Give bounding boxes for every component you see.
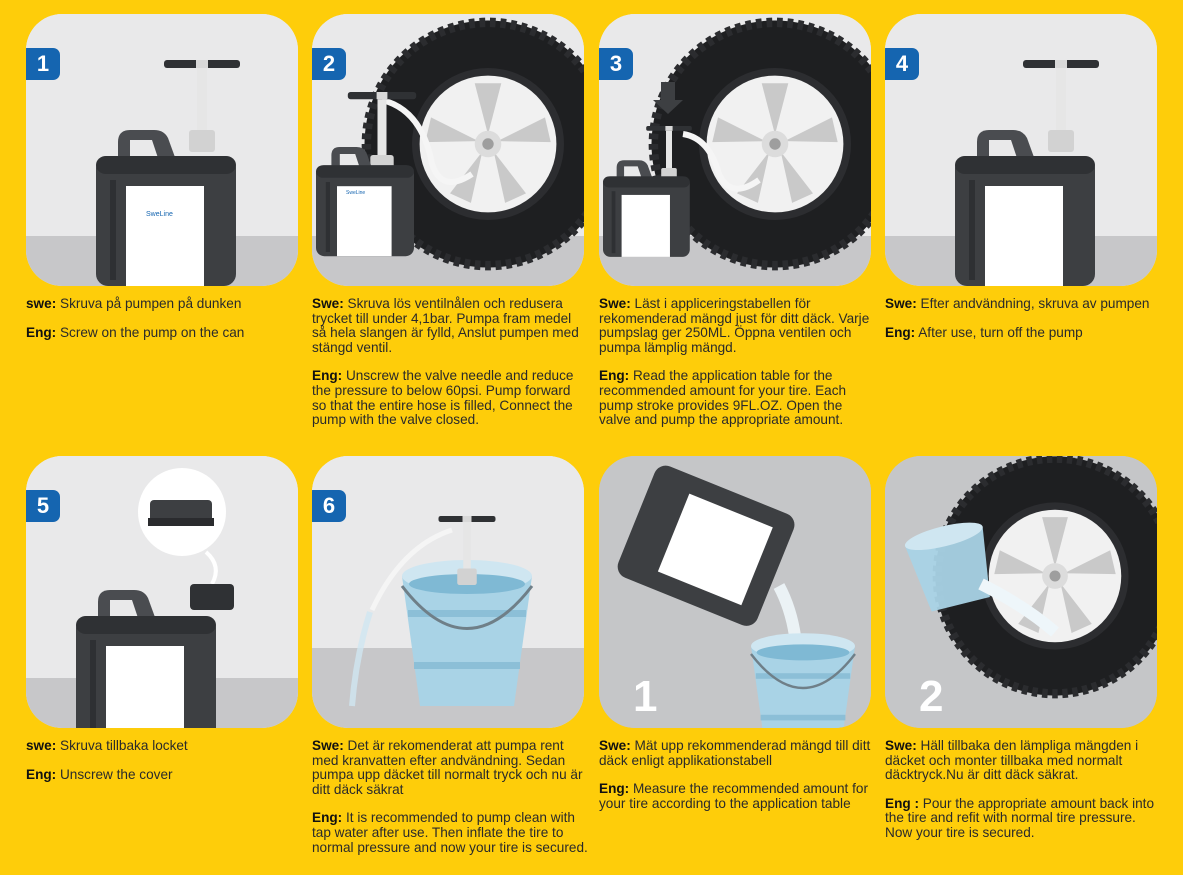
swe-text: Skruva tillbaka locket <box>60 738 188 753</box>
swe-label: swe: <box>26 738 57 753</box>
eng-text: Unscrew the valve needle and reduce the … <box>312 368 574 428</box>
eng-text: Unscrew the cover <box>59 766 173 782</box>
step-caption-2: Swe: Skruva lös ventilnålen och redusera… <box>312 296 588 442</box>
step-badge: 5 <box>26 490 60 522</box>
step-card-1: SweLine 1 <box>26 14 298 286</box>
eng-label: Eng: <box>312 368 343 384</box>
eng-label: Eng: <box>312 810 343 826</box>
eng-label: Eng: <box>599 368 630 384</box>
step-caption-4: Swe: Efter andvändning, skruva av pumpen… <box>885 296 1161 354</box>
swe-text: Mät upp rekommenderad mängd till ditt dä… <box>599 738 871 768</box>
eng-text: It is recommended to pump clean with tap… <box>312 810 588 855</box>
step-caption-8: Swe: Häll tillbaka den lämpliga mängden … <box>885 738 1161 855</box>
step-card-4: 4 <box>885 14 1157 286</box>
step-caption-5: swe: Skruva tillbaka locket Eng: Unscrew… <box>26 738 302 796</box>
step-caption-3: Swe: Läst i appliceringstabellen för rek… <box>599 296 875 442</box>
swe-label: Swe: <box>312 296 344 311</box>
eng-label: Eng: <box>26 324 57 340</box>
eng-label: Eng: <box>885 324 916 340</box>
eng-text: Pour the appropriate amount back into th… <box>885 795 1155 840</box>
down-arrow-icon <box>653 82 683 114</box>
step-badge: 2 <box>312 48 346 80</box>
eng-label: Eng: <box>26 766 57 782</box>
illustration-measure-amount <box>599 456 871 728</box>
eng-text: Measure the recommended amount for your … <box>599 781 868 811</box>
illustration-pump-stroke <box>599 14 871 286</box>
eng-text: Screw on the pump on the can <box>59 324 245 340</box>
eng-label: Eng : <box>885 795 919 811</box>
step-badge: 4 <box>885 48 919 80</box>
step-card-5: 5 <box>26 456 298 728</box>
step-card-6: 6 <box>312 456 584 728</box>
step-caption-6: Swe: Det är rekomenderat att pumpa rent … <box>312 738 588 869</box>
illustration-jug-with-pump: SweLine <box>26 14 298 286</box>
step-card-2: SweLine 2 <box>312 14 584 286</box>
step-badge: 6 <box>312 490 346 522</box>
illustration-remove-pump <box>885 14 1157 286</box>
swe-text: Det är rekomenderat att pumpa rent med k… <box>312 738 583 797</box>
swe-label: Swe: <box>599 296 631 311</box>
step-caption-7: Swe: Mät upp rekommenderad mängd till di… <box>599 738 875 825</box>
illustration-pump-to-tire: SweLine <box>312 14 584 286</box>
swe-label: swe: <box>26 296 57 311</box>
eng-text: Read the application table for the recom… <box>599 368 847 428</box>
swe-label: Swe: <box>599 738 631 753</box>
step-badge: 3 <box>599 48 633 80</box>
step-caption-1: swe: Skruva på pumpen på dunken Eng: Scr… <box>26 296 302 354</box>
brand-logo: SweLine <box>146 211 173 218</box>
swe-text: Skruva lös ventilnålen och redusera tryc… <box>312 296 579 355</box>
swe-text: Efter andvändning, skruva av pumpen <box>920 296 1150 311</box>
swe-label: Swe: <box>885 296 917 311</box>
swe-label: Swe: <box>312 738 344 753</box>
step-badge: 1 <box>26 48 60 80</box>
step-card-3: 3 <box>599 14 871 286</box>
illustration-flush-water <box>312 456 584 728</box>
step-card-7: 1 1 <box>599 456 871 728</box>
swe-label: Swe: <box>885 738 917 753</box>
svg-text:SweLine: SweLine <box>346 190 365 196</box>
sub-step-number: 1 <box>633 672 658 721</box>
illustration-cap <box>26 456 298 728</box>
illustration-pour-into-tire <box>885 456 1157 728</box>
swe-text: Skruva på pumpen på dunken <box>60 296 242 311</box>
sub-step-number: 2 <box>919 672 944 721</box>
step-card-8: 2 <box>885 456 1157 728</box>
eng-text: After use, turn off the pump <box>918 324 1083 340</box>
eng-label: Eng: <box>599 781 630 797</box>
swe-text: Häll tillbaka den lämpliga mängden i däc… <box>885 738 1139 783</box>
swe-text: Läst i appliceringstabellen för rekomend… <box>599 296 870 355</box>
